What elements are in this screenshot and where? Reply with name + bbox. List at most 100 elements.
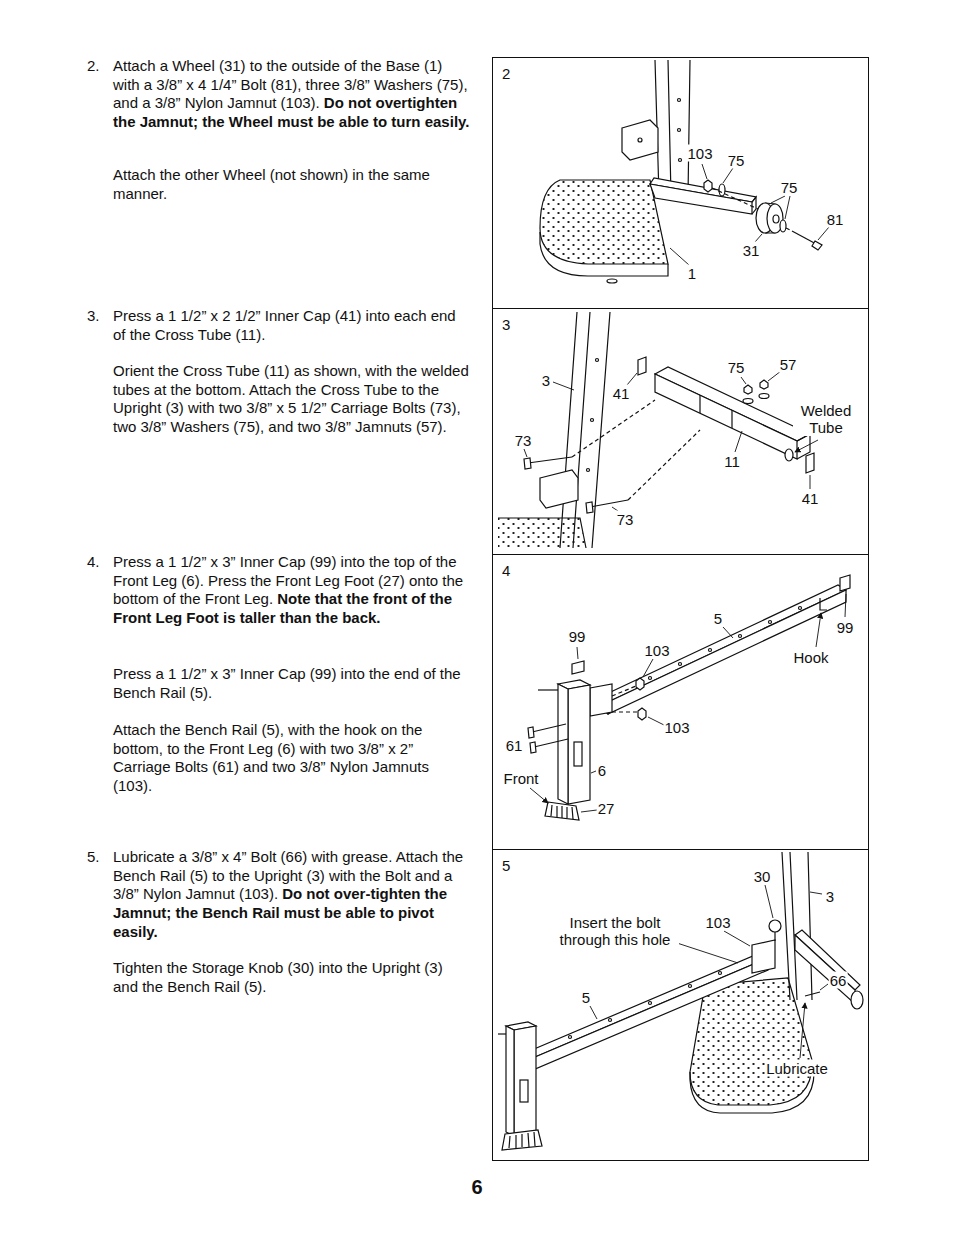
line-art xyxy=(520,1080,528,1102)
line-art xyxy=(638,708,646,720)
line-art xyxy=(530,594,846,812)
instruction-paragraph: Attach a Wheel (31) to the outside of th… xyxy=(113,57,471,132)
line-art xyxy=(704,180,712,192)
line-art xyxy=(816,613,821,647)
line-art xyxy=(540,470,578,508)
callout-number: 73 xyxy=(514,432,533,449)
line-art xyxy=(607,279,617,283)
line-art xyxy=(569,1036,572,1039)
instruction-paragraph: Attach the other Wheel (not shown) in th… xyxy=(113,166,471,203)
instruction-paragraph: 3. xyxy=(87,307,111,326)
callout-number: Welded Tube xyxy=(793,402,859,436)
line-art xyxy=(649,677,652,680)
line-art xyxy=(759,394,769,399)
line-art xyxy=(577,647,578,659)
line-art xyxy=(795,440,818,452)
line-art xyxy=(540,232,668,276)
line-art xyxy=(799,607,802,610)
callout-number: 41 xyxy=(801,490,820,507)
line-art xyxy=(649,1002,652,1005)
line-art xyxy=(765,885,773,918)
line-art xyxy=(643,659,653,677)
line-art xyxy=(795,930,860,990)
line-art xyxy=(773,215,779,223)
line-art xyxy=(818,227,829,240)
callout-number: 103 xyxy=(663,719,690,736)
callout-number: 61 xyxy=(505,737,524,754)
instruction-paragraph: Press a 1 1/2” x 3” Inner Cap (99) into … xyxy=(113,665,471,702)
line-art xyxy=(586,502,593,513)
step-number: 4 xyxy=(502,562,510,579)
line-art xyxy=(845,594,846,617)
callout-number: 75 xyxy=(727,152,746,169)
instruction-text: Attach the other Wheel (not shown) in th… xyxy=(113,166,430,202)
line-art xyxy=(528,727,534,738)
callout-number: 103 xyxy=(704,914,731,931)
callout-number: 3 xyxy=(541,372,551,389)
instruction-paragraph: Tighten the Storage Knob (30) into the U… xyxy=(113,959,471,996)
line-art xyxy=(590,684,612,716)
step-panel: 2 xyxy=(492,57,869,309)
instruction-text: Press a 1 1/2” x 2 1/2” Inner Cap (41) i… xyxy=(113,307,456,343)
line-art xyxy=(596,359,599,362)
line-art xyxy=(560,312,610,548)
line-art xyxy=(498,1033,506,1034)
line-art xyxy=(795,935,855,1004)
line-art xyxy=(590,885,828,1058)
line-art xyxy=(700,395,732,428)
line-art xyxy=(636,678,644,690)
line-art xyxy=(735,431,742,452)
line-art xyxy=(752,197,756,214)
instruction-paragraph: Press a 1 1/2” x 2 1/2” Inner Cap (41) i… xyxy=(113,307,471,344)
line-art xyxy=(769,920,781,932)
line-art xyxy=(655,60,690,196)
line-art xyxy=(679,159,682,162)
step-panel: 5 xyxy=(492,849,869,1161)
step-number: 4. xyxy=(87,553,100,570)
line-art xyxy=(709,649,712,652)
callout-number: Insert the bolt through this hole xyxy=(551,914,679,948)
wheel-assembly-illustration xyxy=(540,60,829,283)
page-number: 6 xyxy=(470,1179,483,1196)
line-art xyxy=(551,805,573,819)
step-number: 3 xyxy=(502,316,510,333)
callout-number: 73 xyxy=(616,511,635,528)
callout-number: 99 xyxy=(568,628,587,645)
bench-rail-pivot-illustration xyxy=(498,852,863,1150)
line-art xyxy=(534,739,568,747)
line-art xyxy=(768,371,781,381)
instruction-paragraph: Lubricate a 3/8” x 4” Bolt (66) with gre… xyxy=(113,848,471,942)
line-art xyxy=(689,985,692,988)
line-art xyxy=(810,892,822,894)
callout-number: 75 xyxy=(780,179,799,196)
callout-number: Front xyxy=(502,770,539,787)
callout-number: 5 xyxy=(581,989,591,1006)
line-art xyxy=(538,689,558,690)
line-art xyxy=(528,958,768,1072)
callout-number: 57 xyxy=(779,356,798,373)
line-art xyxy=(840,575,850,591)
callout-number: 66 xyxy=(829,972,848,989)
line-art xyxy=(506,1026,514,1136)
line-art xyxy=(785,449,793,461)
line-art xyxy=(780,220,786,232)
callout-number: Hook xyxy=(792,649,829,666)
cross-tube-illustration xyxy=(498,312,818,548)
line-art xyxy=(568,685,590,804)
step-number: 5. xyxy=(87,848,100,865)
step-number: 2 xyxy=(502,65,510,82)
instruction-text: Attach the Bench Rail (5), with the hook… xyxy=(113,721,429,794)
line-art xyxy=(587,469,590,472)
line-art xyxy=(590,1006,597,1019)
callout-number: 3 xyxy=(825,888,835,905)
step-number: 3. xyxy=(87,307,100,324)
line-art xyxy=(612,686,637,712)
callout-number: 27 xyxy=(597,800,616,817)
callout-number: 75 xyxy=(727,359,746,376)
line-art xyxy=(769,621,772,624)
callout-number: 30 xyxy=(753,868,772,885)
step-number: 5 xyxy=(502,857,510,874)
callout-number: 41 xyxy=(612,385,631,402)
line-art xyxy=(743,399,753,404)
